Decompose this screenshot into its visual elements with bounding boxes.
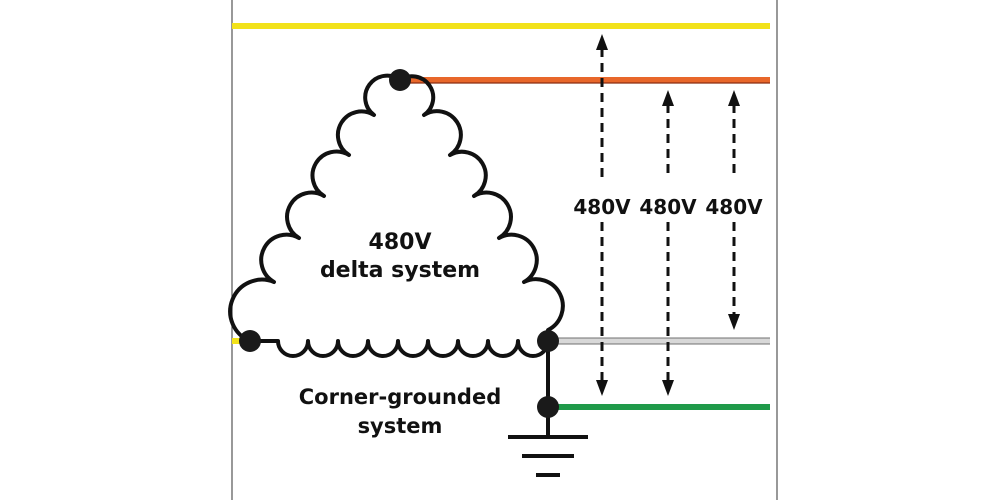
node-bottom-left <box>239 330 261 352</box>
corner-grounded-label: Corner-grounded <box>299 385 501 409</box>
voltage-arrow-1 <box>596 34 608 396</box>
corner-grounded-system-label: system <box>358 414 443 438</box>
node-top <box>389 69 411 91</box>
delta-coil-winding <box>228 73 565 358</box>
voltage-arrow-3 <box>728 90 740 330</box>
voltage-arrow-2 <box>662 90 674 396</box>
voltage-label-2: 480V <box>639 195 697 219</box>
delta-system-label: delta system <box>320 258 480 283</box>
delta-voltage-label: 480V <box>369 230 432 255</box>
voltage-label-3: 480V <box>705 195 763 219</box>
node-bottom-right <box>537 330 559 352</box>
voltage-label-1: 480V <box>573 195 631 219</box>
node-ground <box>537 396 559 418</box>
